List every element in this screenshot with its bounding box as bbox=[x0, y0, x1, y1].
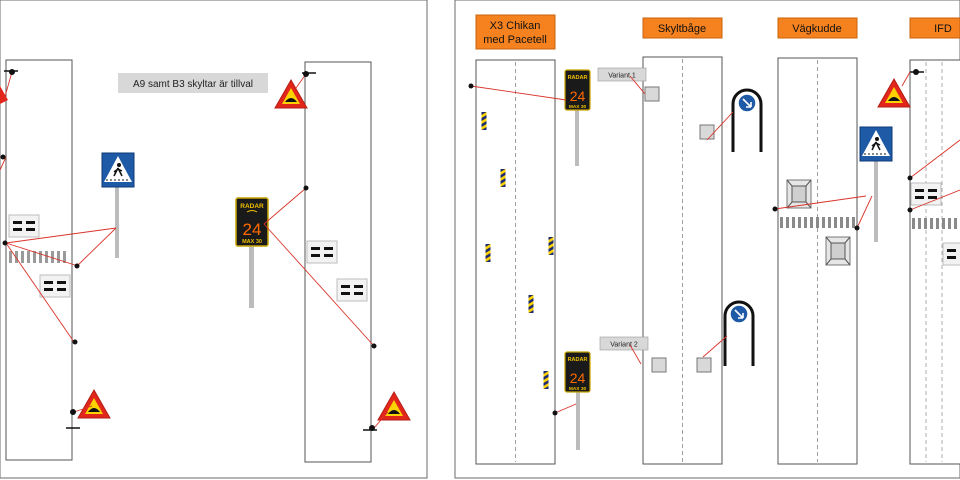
optional-signs-note-text: A9 samt B3 skyltar är tillval bbox=[133, 79, 253, 90]
radar-speed-sign-icon: RADAR 24 MAX 30 bbox=[564, 351, 591, 393]
lane-marker-sign bbox=[8, 214, 40, 238]
lane-marker-sign bbox=[942, 242, 960, 266]
chicane-post bbox=[481, 112, 487, 130]
speed-bump-warning-icon bbox=[0, 86, 8, 104]
chicane-post bbox=[548, 237, 554, 255]
header-chicane-line2: med Pacetell bbox=[483, 34, 547, 46]
lane-marker-sign bbox=[910, 182, 942, 206]
radar-label: RADAR bbox=[568, 75, 588, 81]
pedestrian-crossing-icon bbox=[101, 152, 135, 188]
radar-speed-value: 24 bbox=[570, 88, 586, 104]
radar-speed-sign-icon: RADAR 24 MAX 30 bbox=[564, 69, 591, 111]
zebra-crossing-left bbox=[7, 250, 71, 264]
lane-marker-sign bbox=[306, 240, 338, 264]
sign-arch-top bbox=[731, 88, 763, 152]
sign-arch-bottom bbox=[723, 300, 755, 366]
zebra-crossing-cushion bbox=[780, 217, 855, 228]
leader-lines bbox=[0, 71, 389, 429]
radar-speed-value: 24 bbox=[243, 220, 262, 239]
chicane-post bbox=[543, 371, 549, 389]
anchor-dots bbox=[0, 69, 377, 431]
right-panel: X3 Chikan med Pacetell Skyltbåge Vägkudd… bbox=[454, 0, 960, 479]
road-cushion-icon bbox=[825, 236, 851, 266]
sign-post bbox=[249, 246, 254, 308]
radar-speed-value: 24 bbox=[570, 370, 586, 386]
radar-label: RADAR bbox=[568, 357, 588, 363]
header-ifd-text: IFD bbox=[934, 23, 952, 35]
pedestrian-crossing-icon bbox=[859, 126, 893, 162]
road-cushion-icon bbox=[786, 179, 812, 209]
keep-right-icon bbox=[737, 93, 757, 113]
header-road-cushion-text: Vägkudde bbox=[792, 23, 842, 35]
lane-marker-sign bbox=[336, 278, 368, 302]
radar-label: RADAR bbox=[240, 203, 264, 210]
sign-post bbox=[576, 392, 580, 450]
header-sign-arch bbox=[642, 17, 723, 39]
header-chicane bbox=[475, 14, 556, 50]
keep-right-icon bbox=[729, 304, 749, 324]
radar-speed-sign-icon: RADAR 24 MAX 30 bbox=[235, 197, 269, 247]
optional-signs-note bbox=[118, 73, 268, 93]
variant-2-text: Variant 2 bbox=[610, 342, 638, 349]
header-road-cushion bbox=[777, 17, 858, 39]
header-chicane-line1: X3 Chikan bbox=[490, 20, 541, 32]
lane-marker-sign bbox=[39, 274, 71, 298]
header-ifd bbox=[909, 17, 960, 39]
anchor-dots bbox=[468, 69, 919, 416]
radar-limit: MAX 30 bbox=[569, 104, 587, 110]
sign-post bbox=[874, 160, 878, 242]
radar-limit: MAX 30 bbox=[242, 239, 262, 245]
zebra-crossing-ifd bbox=[912, 218, 957, 229]
leader-lines bbox=[470, 71, 960, 414]
road-sign-arch bbox=[642, 56, 723, 465]
road-chicane bbox=[475, 59, 556, 465]
left-panel: A9 samt B3 skyltar är tillval RADAR 24 M… bbox=[0, 0, 428, 479]
variant-1-label bbox=[597, 67, 647, 82]
chicane-post bbox=[485, 244, 491, 262]
chicane-post bbox=[500, 169, 506, 187]
header-sign-arch-text: Skyltbåge bbox=[658, 23, 706, 35]
sign-positions bbox=[644, 86, 715, 373]
chicane-post bbox=[528, 295, 534, 313]
radar-limit: MAX 30 bbox=[569, 386, 587, 392]
sign-post bbox=[575, 110, 579, 166]
variant-2-label bbox=[599, 336, 649, 351]
variant-1-text: Variant 1 bbox=[608, 73, 636, 80]
sign-post bbox=[115, 186, 119, 258]
